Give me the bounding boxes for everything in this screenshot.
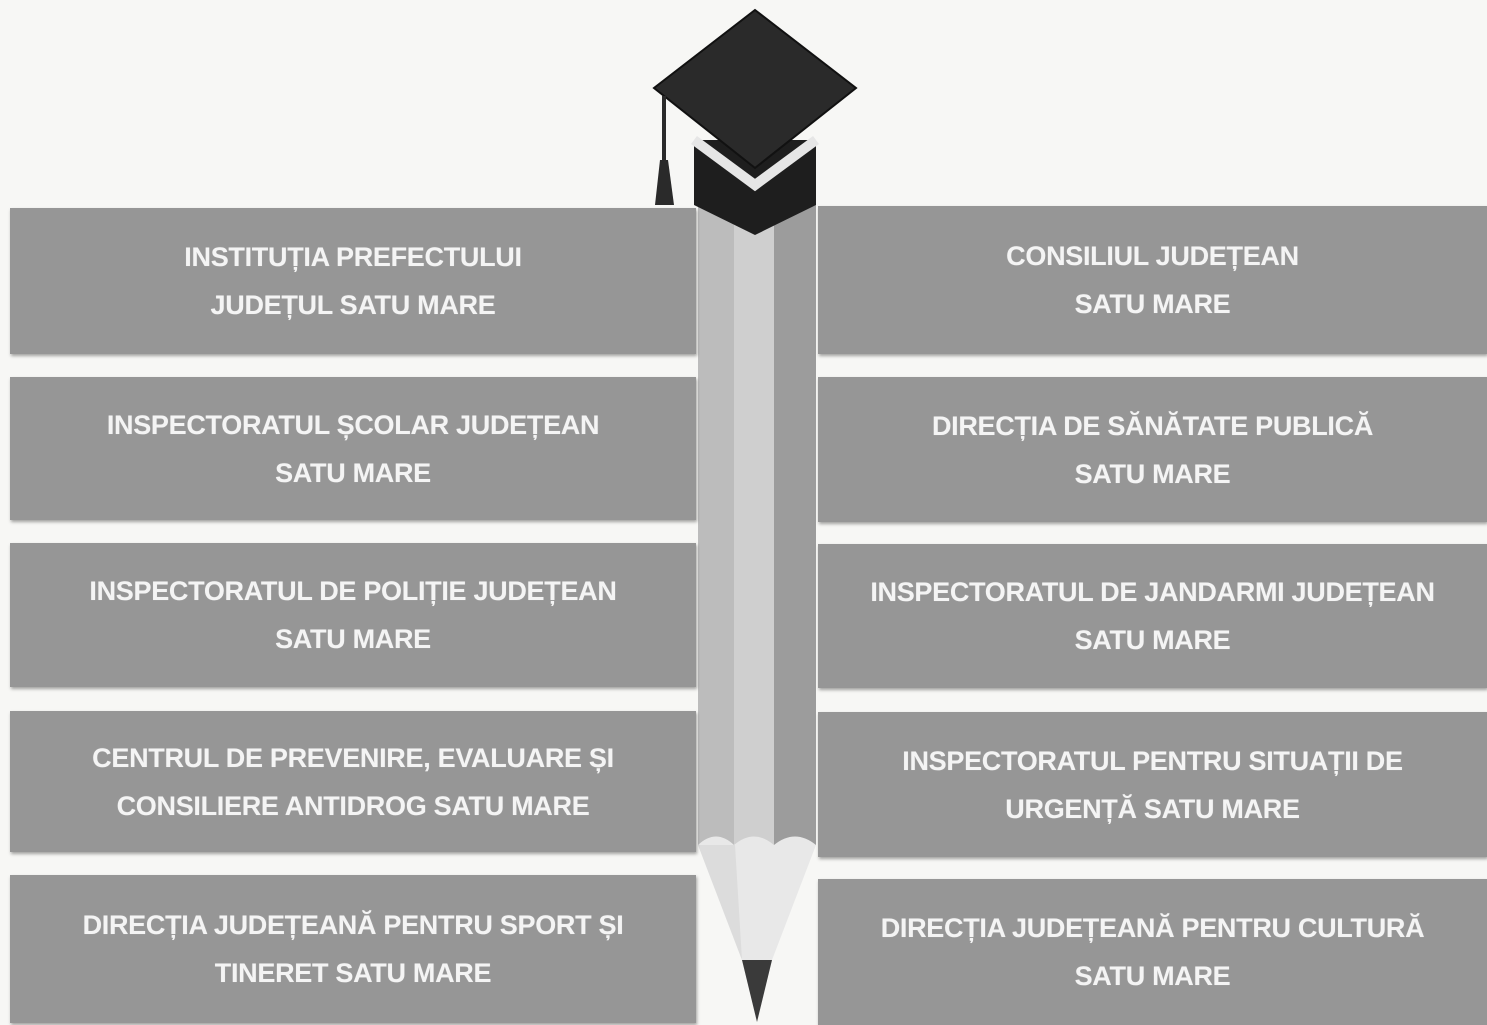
institution-box-left-1: INSTITUȚIA PREFECTULUI JUDEȚUL SATU MARE bbox=[10, 208, 696, 354]
institution-label: INSPECTORATUL DE JANDARMI JUDEȚEAN SATU … bbox=[870, 577, 1435, 655]
institution-box-right-4: INSPECTORATUL PENTRU SITUAȚII DE URGENȚĂ… bbox=[818, 712, 1487, 857]
institution-label: CONSILIUL JUDEȚEAN SATU MARE bbox=[1006, 241, 1299, 319]
institution-label: INSPECTORATUL ȘCOLAR JUDEȚEAN SATU MARE bbox=[106, 409, 600, 488]
institution-label: INSTITUȚIA PREFECTULUI JUDEȚUL SATU MARE bbox=[184, 242, 522, 320]
institution-box-right-5: DIRECȚIA JUDEȚEANĂ PENTRU CULTURĂ SATU M… bbox=[818, 879, 1487, 1025]
institution-box-right-2: DIRECȚIA DE SĂNĂTATE PUBLICĂ SATU MARE bbox=[818, 377, 1487, 522]
institution-label: INSPECTORATUL PENTRU SITUAȚII DE URGENȚĂ… bbox=[902, 745, 1403, 824]
institution-box-left-5: DIRECȚIA JUDEȚEANĂ PENTRU SPORT ȘI TINER… bbox=[10, 875, 696, 1023]
institution-label: INSPECTORATUL DE POLIȚIE JUDEȚEAN SATU M… bbox=[89, 576, 617, 654]
institution-box-right-3: INSPECTORATUL DE JANDARMI JUDEȚEAN SATU … bbox=[818, 544, 1487, 688]
institution-label: CENTRUL DE PREVENIRE, EVALUARE ȘI CONSIL… bbox=[92, 742, 614, 821]
institution-box-left-3: INSPECTORATUL DE POLIȚIE JUDEȚEAN SATU M… bbox=[10, 543, 696, 687]
institution-label: DIRECȚIA JUDEȚEANĂ PENTRU CULTURĂ SATU M… bbox=[880, 913, 1425, 991]
institution-box-left-4: CENTRUL DE PREVENIRE, EVALUARE ȘI CONSIL… bbox=[10, 711, 696, 852]
graduation-cap-icon bbox=[652, 8, 858, 235]
institution-label: DIRECȚIA DE SĂNĂTATE PUBLICĂ SATU MARE bbox=[931, 410, 1374, 489]
pencil-icon bbox=[698, 205, 816, 1022]
institution-box-left-2: INSPECTORATUL ȘCOLAR JUDEȚEAN SATU MARE bbox=[10, 377, 696, 520]
institution-label: DIRECȚIA JUDEȚEANĂ PENTRU SPORT ȘI TINER… bbox=[82, 910, 624, 988]
institution-box-right-1: CONSILIUL JUDEȚEAN SATU MARE bbox=[818, 206, 1487, 354]
